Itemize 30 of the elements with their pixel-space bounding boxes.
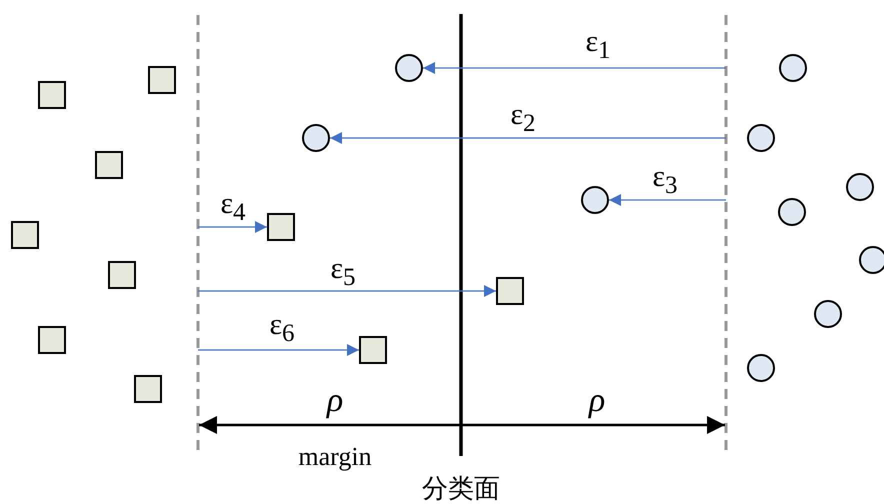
arrow: [198, 344, 359, 356]
arrow: [330, 132, 726, 144]
circle-node: [302, 124, 330, 152]
caption-label: margin: [298, 444, 372, 470]
circle-node: [747, 354, 775, 382]
circle-node: [581, 186, 609, 214]
square-node: [38, 326, 66, 354]
square-node: [267, 213, 295, 241]
square-node: [95, 151, 123, 179]
circle-node: [859, 246, 884, 274]
square-node: [38, 81, 66, 109]
circle-node: [814, 300, 842, 328]
circle-node: [779, 54, 807, 82]
arrow: [423, 62, 726, 74]
circle-node: [395, 54, 423, 82]
circle-node: [846, 173, 874, 201]
square-node: [108, 261, 136, 289]
caption-label: 分类面: [422, 476, 500, 502]
arrow: [198, 285, 496, 297]
greek-symbol: ρ: [588, 384, 606, 418]
square-node: [134, 375, 162, 403]
square-node: [359, 336, 387, 364]
circle-node: [778, 198, 806, 226]
arrow: [609, 194, 726, 206]
greek-symbol: ρ: [326, 384, 344, 418]
square-node: [148, 66, 176, 94]
arrow: [198, 221, 267, 233]
circle-node: [747, 124, 775, 152]
square-node: [11, 221, 39, 249]
square-node: [496, 277, 524, 305]
